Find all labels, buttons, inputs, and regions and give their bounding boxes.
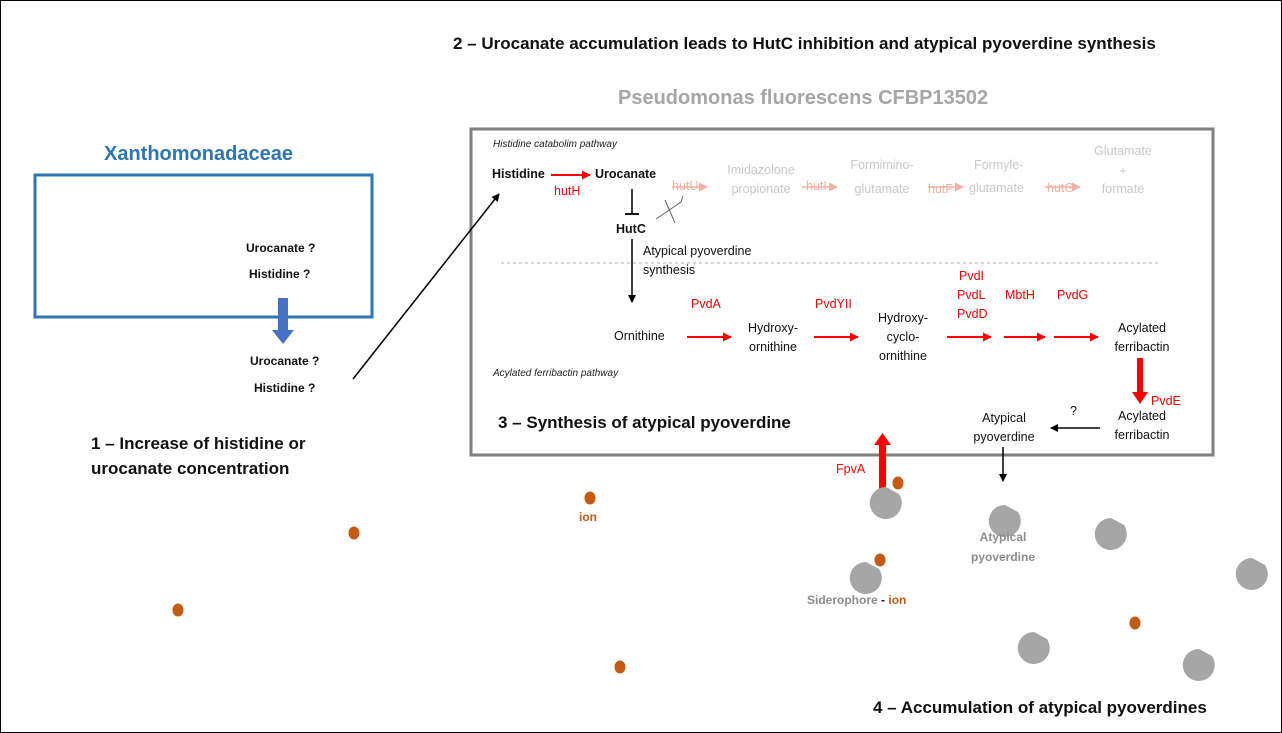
acylated-ferribactin-line1: Acylated: [1118, 321, 1166, 335]
ion-dot: [614, 660, 626, 674]
xan-inside-urocanate: Urocanate ?: [246, 241, 316, 255]
hutF-label: hutF: [928, 182, 954, 196]
pseudomonas-cell: [469, 127, 1215, 457]
xan-inside-histidine: Histidine ?: [249, 267, 311, 281]
step1-heading-line1: 1 – Increase of histidine or: [91, 434, 306, 453]
step4-heading: 4 – Accumulation of atypical pyoverdines: [873, 698, 1207, 717]
hutH-label: hutH: [554, 184, 581, 198]
formyle-line2: glutamate: [969, 181, 1024, 195]
imidazolone-line1: Imidazolone: [727, 163, 795, 177]
fpvA-uptake-arrow: [874, 433, 891, 491]
imidazolone-line2: propionate: [731, 182, 791, 196]
hydroxy-ornithine-line1: Hydroxy-: [747, 321, 798, 335]
siderophore-shape: [1094, 517, 1127, 550]
ion-dot: [1129, 616, 1141, 630]
step1-heading-line2: urocanate concentration: [91, 459, 290, 478]
hydroxy-cyclo-line1: Hydroxy-: [877, 311, 928, 325]
ion-dot: [584, 491, 596, 505]
ornithine-label: Ornithine: [614, 329, 665, 343]
siderophore-shape: [869, 486, 902, 519]
atypical-synthesis-line2: synthesis: [643, 263, 696, 277]
ion-dot: [172, 603, 184, 617]
pvdYII-label: PvdYII: [815, 297, 852, 311]
ferribactin-pathway-label: Acylated ferribactin pathway: [493, 368, 619, 379]
hutC-label: HutC: [616, 222, 646, 236]
acylated-ferribactin-line2: ferribactin: [1114, 340, 1170, 354]
xanthomonadaceae-title: Xanthomonadaceae: [104, 143, 293, 165]
step3-heading: 3 – Synthesis of atypical pyoverdine: [498, 413, 791, 432]
acylated-ferribactin-out-line1: Acylated: [1118, 409, 1166, 423]
atypical-pyoverdine-line2: pyoverdine: [973, 430, 1035, 444]
siderophore-shape: [1017, 631, 1050, 664]
hutG-label: hutG: [1047, 181, 1075, 195]
extracellular-pyoverdine-line1: Atypical: [979, 530, 1027, 544]
acylated-ferribactin-out-line2: ferribactin: [1114, 428, 1170, 442]
glutamate-line2: +: [1119, 164, 1127, 178]
ion-dot: [348, 526, 360, 540]
atypical-pyoverdine-line1: Atypical: [982, 411, 1026, 425]
pvdD-label: PvdD: [957, 307, 988, 321]
pvdI-label: PvdI: [959, 269, 985, 283]
siderophore-word: Siderophore: [807, 593, 878, 607]
pseudomonas-title: Pseudomonas fluorescens CFBP13502: [618, 87, 989, 109]
glutamate-line3: formate: [1101, 182, 1145, 196]
ion-dot: [892, 476, 904, 490]
fpvA-label: FpvA: [836, 462, 866, 476]
siderophores: [849, 486, 1268, 681]
siderophore-shape: [1235, 557, 1268, 590]
hutI-label: hutI: [806, 179, 827, 193]
siderophore-ion-word: ion: [888, 593, 907, 607]
ion-dot: [874, 553, 886, 567]
xanthomonadaceae-cell: [33, 173, 374, 319]
atypical-synthesis-line1: Atypical pyoverdine: [643, 244, 752, 258]
siderophore-shape: [988, 504, 1021, 537]
blue-export-arrow: [272, 298, 294, 344]
hutU-label: hutU: [672, 179, 699, 193]
siderophore-shape: [1182, 648, 1215, 681]
formimino-line1: Formimino-: [850, 158, 914, 172]
ion-label: ion: [579, 510, 597, 524]
step2-heading: 2 – Urocanate accumulation leads to HutC…: [453, 34, 1156, 53]
formimino-line2: glutamate: [854, 182, 910, 196]
unknown-step-question: ?: [1070, 404, 1077, 418]
pvdG-label: PvdG: [1057, 288, 1089, 302]
mbtH-label: MbtH: [1005, 288, 1035, 302]
pvdL-label: PvdL: [957, 288, 986, 302]
pvdA-label: PvdA: [691, 297, 721, 311]
formyle-line1: Formyle-: [974, 158, 1024, 172]
hydroxy-ornithine-line2: ornithine: [749, 340, 797, 354]
hydroxy-cyclo-line3: ornithine: [879, 349, 927, 363]
siderophore-shape: [849, 561, 882, 594]
histidine-pathway-label: Histidine catabolim pathway: [493, 139, 617, 150]
pvdE-label: PvdE: [1151, 394, 1181, 408]
xan-outside-histidine: Histidine ?: [254, 381, 316, 395]
urocanate-label: Urocanate: [595, 167, 657, 181]
extracellular-pyoverdine-line2: pyoverdine: [970, 550, 1036, 564]
glutamate-line1: Glutamate: [1094, 144, 1152, 158]
iron-ions: [172, 476, 1141, 674]
histidine-label: Histidine: [492, 167, 545, 181]
uptake-arrow: [352, 193, 500, 380]
pvdE-arrow: [1132, 358, 1148, 404]
siderophore-dash: -: [881, 593, 886, 607]
xan-outside-urocanate: Urocanate ?: [250, 354, 320, 368]
siderophore-ion-label: Siderophore - ion: [807, 593, 907, 608]
hydroxy-cyclo-line2: cyclo-: [886, 330, 920, 344]
repression-cross-icon: [655, 195, 684, 224]
